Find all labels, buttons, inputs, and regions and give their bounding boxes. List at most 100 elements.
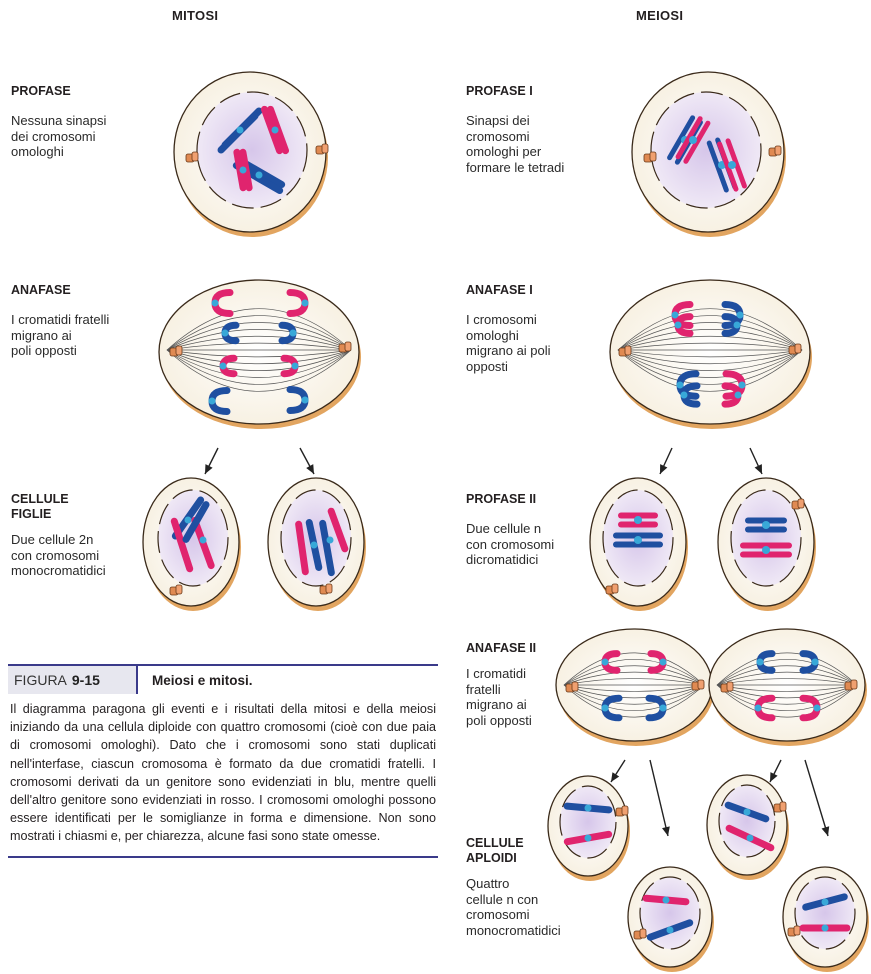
centromere xyxy=(681,392,688,399)
arrow xyxy=(650,760,670,836)
arrow-head xyxy=(611,772,619,782)
cell-membrane xyxy=(610,280,810,424)
arrow-shaft xyxy=(650,760,668,836)
arrow-head xyxy=(822,826,830,836)
centromere xyxy=(663,897,670,904)
centromere xyxy=(212,300,219,307)
centromere xyxy=(222,330,229,337)
centriole-part xyxy=(640,929,646,938)
cell-meiosis-anaphase-2-b xyxy=(709,629,867,746)
cell-haploid-4 xyxy=(783,867,869,972)
arrow xyxy=(300,448,314,474)
cell-membrane xyxy=(159,280,359,424)
centromere xyxy=(689,136,697,144)
arrow xyxy=(660,448,672,474)
centriole-part xyxy=(622,806,628,815)
centromere xyxy=(762,546,770,554)
centromere xyxy=(302,300,309,307)
arrow-head xyxy=(662,826,670,836)
centromere xyxy=(675,322,682,329)
centriole-part xyxy=(775,146,781,155)
centromere xyxy=(739,382,746,389)
nuclear-envelope xyxy=(158,490,228,586)
centromere xyxy=(757,659,764,666)
centromere xyxy=(744,809,751,816)
centromere xyxy=(256,172,263,179)
centromere xyxy=(585,805,592,812)
centromere xyxy=(292,363,299,370)
centriole-part xyxy=(698,680,704,689)
centromere xyxy=(822,899,829,906)
centromere xyxy=(814,705,821,712)
centromere xyxy=(747,835,754,842)
cell-mitosis-daughter-2 xyxy=(268,478,366,611)
centriole-part xyxy=(798,499,804,508)
centriole-part xyxy=(794,926,800,935)
centriole-part xyxy=(851,680,857,689)
cell-meiosis-anaphase-1 xyxy=(610,280,812,429)
centromere xyxy=(812,659,819,666)
centromere xyxy=(822,925,829,932)
centriole-part xyxy=(727,682,733,691)
centromere xyxy=(677,382,684,389)
centriole-part xyxy=(625,346,631,355)
centromere xyxy=(200,537,207,544)
centromere xyxy=(602,659,609,666)
nuclear-envelope xyxy=(731,490,801,586)
centromere xyxy=(302,397,309,404)
cell-haploid-2 xyxy=(628,867,714,972)
nuclear-envelope xyxy=(560,786,616,858)
centromere xyxy=(735,392,742,399)
cell-haploid-1 xyxy=(548,776,630,881)
cell-meiosis-anaphase-2-a xyxy=(556,629,714,746)
centromere xyxy=(755,705,762,712)
centromere xyxy=(660,659,667,666)
centromere xyxy=(290,330,297,337)
centromere xyxy=(311,542,318,549)
centromere xyxy=(602,705,609,712)
arrow xyxy=(805,760,829,836)
cell-meiosis-prophase-2-b xyxy=(718,478,816,611)
cell-mitosis-daughter-1 xyxy=(143,478,241,611)
arrow xyxy=(750,448,762,474)
centriole-part xyxy=(326,584,332,593)
cell-haploid-3 xyxy=(707,775,789,880)
centromere xyxy=(220,363,227,370)
centromere xyxy=(237,127,244,134)
centriole-part xyxy=(572,682,578,691)
centriole-part xyxy=(322,144,328,153)
nuclear-envelope xyxy=(795,877,855,949)
centromere xyxy=(762,521,770,529)
centromere xyxy=(634,516,642,524)
centromere xyxy=(634,536,642,544)
arrow xyxy=(770,760,781,782)
centromere xyxy=(734,322,741,329)
centriole-part xyxy=(176,585,182,594)
centriole-part xyxy=(612,584,618,593)
centromere xyxy=(185,517,192,524)
nuclear-envelope xyxy=(651,92,761,208)
centriole-part xyxy=(345,342,351,351)
centromere xyxy=(585,835,592,842)
centromere xyxy=(327,537,334,544)
centromere xyxy=(209,398,216,405)
arrow xyxy=(205,448,218,474)
centromere xyxy=(240,167,247,174)
arrow-shaft xyxy=(805,760,828,836)
cell-meiosis-prophase-1 xyxy=(632,72,786,237)
centromere xyxy=(660,705,667,712)
centromere xyxy=(728,161,736,169)
cell-mitosis-prophase xyxy=(174,72,328,237)
centromere xyxy=(272,127,279,134)
cell-meiosis-prophase-2-a xyxy=(590,478,688,611)
centriole-part xyxy=(795,344,801,353)
centriole-part xyxy=(176,346,182,355)
arrow xyxy=(611,760,625,782)
centromere xyxy=(667,927,674,934)
cell-mitosis-anaphase xyxy=(159,280,361,429)
centriole-part xyxy=(650,152,656,161)
centriole-part xyxy=(780,802,786,811)
nuclear-envelope xyxy=(197,92,307,208)
centriole-part xyxy=(192,152,198,161)
